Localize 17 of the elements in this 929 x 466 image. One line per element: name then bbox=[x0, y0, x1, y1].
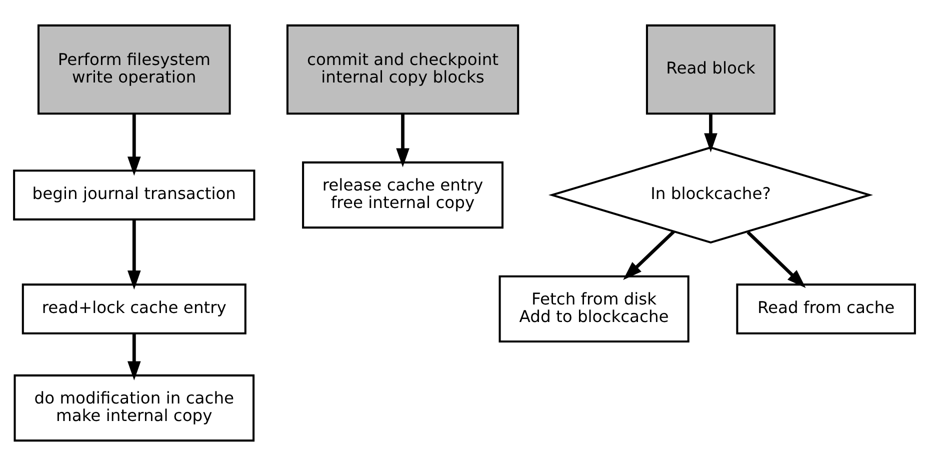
node-box: read+lock cache entry bbox=[22, 284, 246, 334]
node-box: Fetch from disk Add to blockcache bbox=[498, 275, 690, 343]
arrow bbox=[127, 114, 141, 176]
node-box: release cache entry free internal copy bbox=[302, 161, 504, 229]
arrow bbox=[704, 114, 718, 152]
arrow bbox=[127, 220, 141, 290]
node-box: Perform filesystem write operation bbox=[37, 24, 231, 115]
arrow bbox=[396, 114, 410, 168]
node-box: commit and checkpoint internal copy blocks bbox=[286, 24, 520, 115]
node-diamond: In blockcache? bbox=[548, 146, 874, 244]
arrow bbox=[623, 230, 675, 280]
arrow bbox=[127, 334, 141, 380]
node-box: do modification in cache make internal copy bbox=[14, 374, 255, 442]
node-box: begin journal transaction bbox=[13, 170, 256, 220]
arrow bbox=[746, 230, 806, 288]
node-box: Read block bbox=[646, 24, 776, 115]
node-box: Read from cache bbox=[736, 284, 916, 334]
